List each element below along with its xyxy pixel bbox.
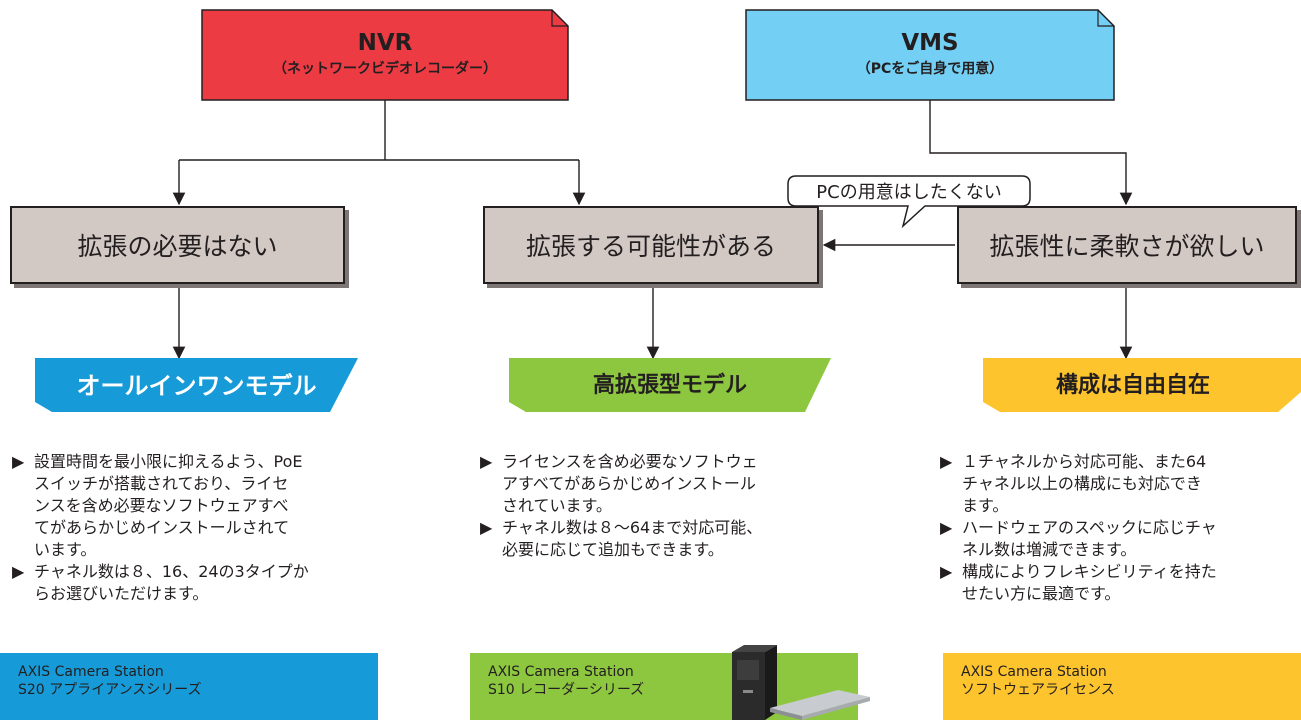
nvr-connector — [172, 100, 586, 206]
bullet-arrow-icon: ▶ — [480, 518, 493, 537]
list-item: ▶ １チャネルから対応可能、また64 チャネル以上の構成にも対応できます。 — [940, 451, 1301, 517]
vms-subtitle: （PCをご自身で用意） — [856, 61, 1004, 77]
list-item-line: せたい方に最適です。 — [962, 584, 1121, 603]
list-item-line: てがあらかじめインストールされて — [34, 518, 290, 537]
bullet-arrow-icon: ▶ — [12, 562, 25, 581]
bullet-arrow-icon: ▶ — [940, 518, 953, 537]
list-item-line: チャネル以上の構成にも対応でき — [962, 474, 1202, 493]
feature-list-right: ▶ １チャネルから対応可能、また64 チャネル以上の構成にも対応できます。 ▶ ハードウ… — [940, 451, 1301, 605]
vms-connector — [929, 100, 1133, 206]
feature-list-left: ▶ 設置時間を最小限に抑えるよう、PoE スイッチが搭載されており、ライセンスを含め… — [12, 451, 372, 605]
list-item: ▶ 設置時間を最小限に抑えるよう、PoE スイッチが搭載されており、ライセンスを含め… — [12, 451, 372, 561]
bullet-arrow-icon: ▶ — [480, 452, 493, 471]
vms-title: VMS — [901, 30, 959, 56]
banner-all-in-one: オールインワンモデル — [76, 371, 317, 400]
list-item: ▶ チャネル数は８、16、24の3タイプからお選びいただけます。 — [12, 561, 372, 605]
nvr-box: NVR （ネットワークビデオレコーダー） — [202, 30, 568, 78]
list-item-line: チャネル数は８、16、24の3タイプか — [34, 562, 309, 581]
list-item: ▶ ハードウェアのスペックに応じチャネル数は増減できます。 — [940, 517, 1301, 561]
condition-want-flexibility: 拡張性に柔軟さが欲しい — [957, 206, 1297, 284]
banner-free-configuration: 構成は自由自在 — [1055, 373, 1210, 398]
list-item: ▶ チャネル数は８〜64まで対応可能、必要に応じて追加もできます。 — [480, 517, 840, 561]
product-appliance-name: AXIS Camera Station — [18, 664, 164, 680]
list-item-line: います。 — [34, 540, 97, 559]
condition-arrows — [172, 285, 1133, 360]
product-software-license: ソフトウェアライセンス — [961, 682, 1115, 698]
speech-bubble-shape — [787, 175, 1031, 229]
list-item-line: ンスを含め必要なソフトウェアすべ — [34, 496, 289, 515]
product-appliance-series: S20 アプライアンスシリーズ — [18, 682, 202, 698]
list-item-line: チャネル数は８〜64まで対応可能、 — [502, 518, 763, 537]
product-software-strip: AXIS Camera Station ソフトウェアライセンス — [943, 653, 1301, 720]
condition-may-expand: 拡張する可能性がある — [483, 206, 819, 284]
list-item-line: らお選びいただけます。 — [34, 584, 209, 603]
product-software-name: AXIS Camera Station — [961, 664, 1107, 680]
list-item: ▶ ライセンスを含め必要なソフトウェアすべてがあらかじめインストールされています。 — [480, 451, 840, 517]
list-item-line: ます。 — [962, 496, 1009, 515]
recorder-device-image — [732, 645, 870, 720]
list-item-line: １チャネルから対応可能、また64 — [962, 452, 1207, 471]
list-item-line: アすべてがあらかじめインストール — [502, 474, 756, 493]
speech-bubble-text: PCの用意はしたくない — [816, 182, 1002, 203]
bullet-arrow-icon: ▶ — [940, 452, 953, 471]
banner-high-expansion: 高拡張型モデル — [592, 373, 747, 398]
feature-list-middle: ▶ ライセンスを含め必要なソフトウェアすべてがあらかじめインストールされています。… — [480, 451, 840, 561]
nvr-box-shape — [201, 9, 569, 101]
vms-box-shape — [745, 9, 1115, 101]
banner-shape-left — [35, 358, 358, 412]
vms-box: VMS （PCをご自身で用意） — [746, 30, 1114, 78]
banner-shape-middle — [509, 358, 831, 412]
list-item-line: されています。 — [502, 496, 612, 515]
banner-shape-right — [983, 358, 1301, 412]
bullet-arrow-icon: ▶ — [12, 452, 25, 471]
condition-no-expansion: 拡張の必要はない — [10, 206, 345, 284]
feature-list-right-clip: ▶ １チャネルから対応可能、また64 チャネル以上の構成にも対応できます。 ▶ ハードウ… — [930, 451, 1301, 671]
list-item: ▶ 構成によりフレキシビリティを持たせたい方に最適です。 — [940, 561, 1301, 605]
nvr-title: NVR — [357, 30, 413, 56]
list-item-line: スイッチが搭載されており、ライセ — [34, 474, 289, 493]
product-appliance-strip: AXIS Camera Station S20 アプライアンスシリーズ — [0, 653, 378, 720]
list-item-line: 設置時間を最小限に抑えるよう、PoE — [34, 452, 303, 471]
list-item-line: ネル数は増減できます。 — [962, 540, 1137, 559]
list-item-line: 構成によりフレキシビリティを持た — [962, 562, 1217, 581]
nvr-subtitle: （ネットワークビデオレコーダー） — [273, 61, 497, 77]
list-item-line: ライセンスを含め必要なソフトウェ — [502, 452, 758, 471]
bullet-arrow-icon: ▶ — [940, 562, 953, 581]
list-item-line: ハードウェアのスペックに応じチャ — [962, 518, 1217, 537]
list-item-line: 必要に応じて追加もできます。 — [502, 540, 724, 559]
